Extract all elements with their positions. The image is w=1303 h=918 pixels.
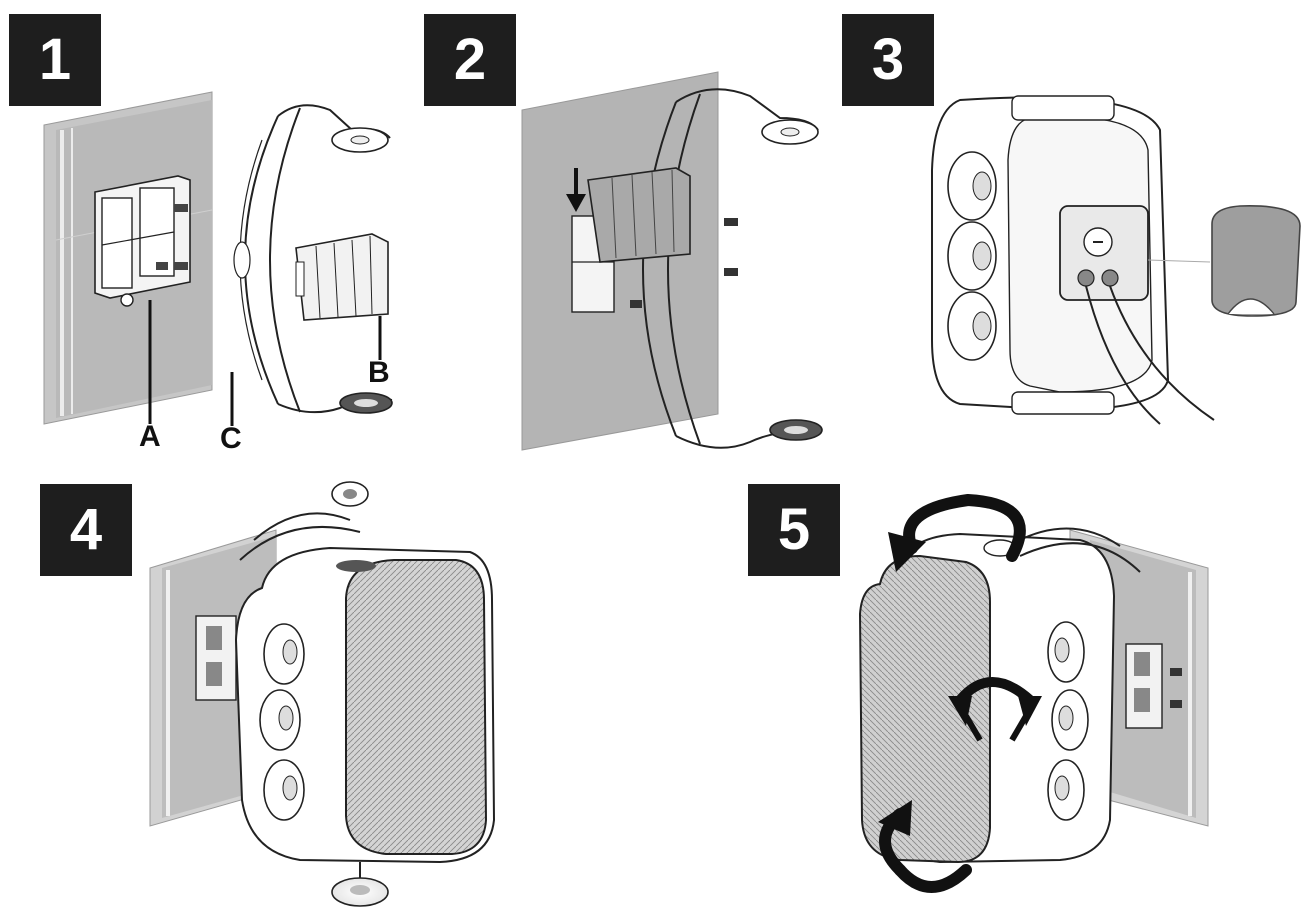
clip-icon: [295, 233, 389, 321]
speaker-icon: [931, 95, 1215, 425]
wall-plate-icon: [195, 615, 237, 701]
step-number: 2: [453, 27, 487, 92]
step-number: 3: [871, 27, 905, 92]
step-badge-1: 1: [9, 14, 101, 106]
part-label-c: C: [220, 422, 242, 455]
bracket-icon: [642, 88, 823, 449]
rotation-arrow-icon: [888, 493, 1026, 572]
speaker-icon: [234, 546, 496, 864]
step-5-illustration: [858, 493, 1209, 893]
screw-icon: [630, 218, 738, 308]
bracket-icon: [239, 481, 369, 561]
step-badge-5: 5: [748, 484, 840, 576]
step-badge-4: 4: [40, 484, 132, 576]
step-2-illustration: [521, 71, 823, 451]
rotation-arrow-icon: [878, 800, 972, 893]
down-arrow-icon: [566, 168, 586, 212]
step-badge-2: 2: [424, 14, 516, 106]
step-number: 1: [38, 27, 72, 92]
step-3-illustration: [931, 95, 1301, 425]
step-number: 5: [777, 497, 811, 562]
clip-icon: [587, 167, 691, 263]
cover-icon: [1211, 205, 1301, 317]
part-label-b: B: [368, 356, 390, 389]
bracket-icon: [233, 104, 393, 414]
step-badge-3: 3: [842, 14, 934, 106]
screw-icon: [156, 204, 188, 270]
step-1-illustration: [43, 91, 393, 426]
knob-icon: [331, 862, 389, 907]
part-label-a: A: [139, 420, 161, 453]
screw-icon: [1170, 668, 1182, 708]
rotation-arrow-icon: [948, 677, 1042, 742]
step-number: 4: [69, 497, 103, 562]
label-leaders: [148, 300, 382, 426]
speaker-icon: [858, 532, 1116, 864]
step-4-illustration: [149, 481, 496, 907]
wall-plate-icon: [1125, 643, 1163, 729]
